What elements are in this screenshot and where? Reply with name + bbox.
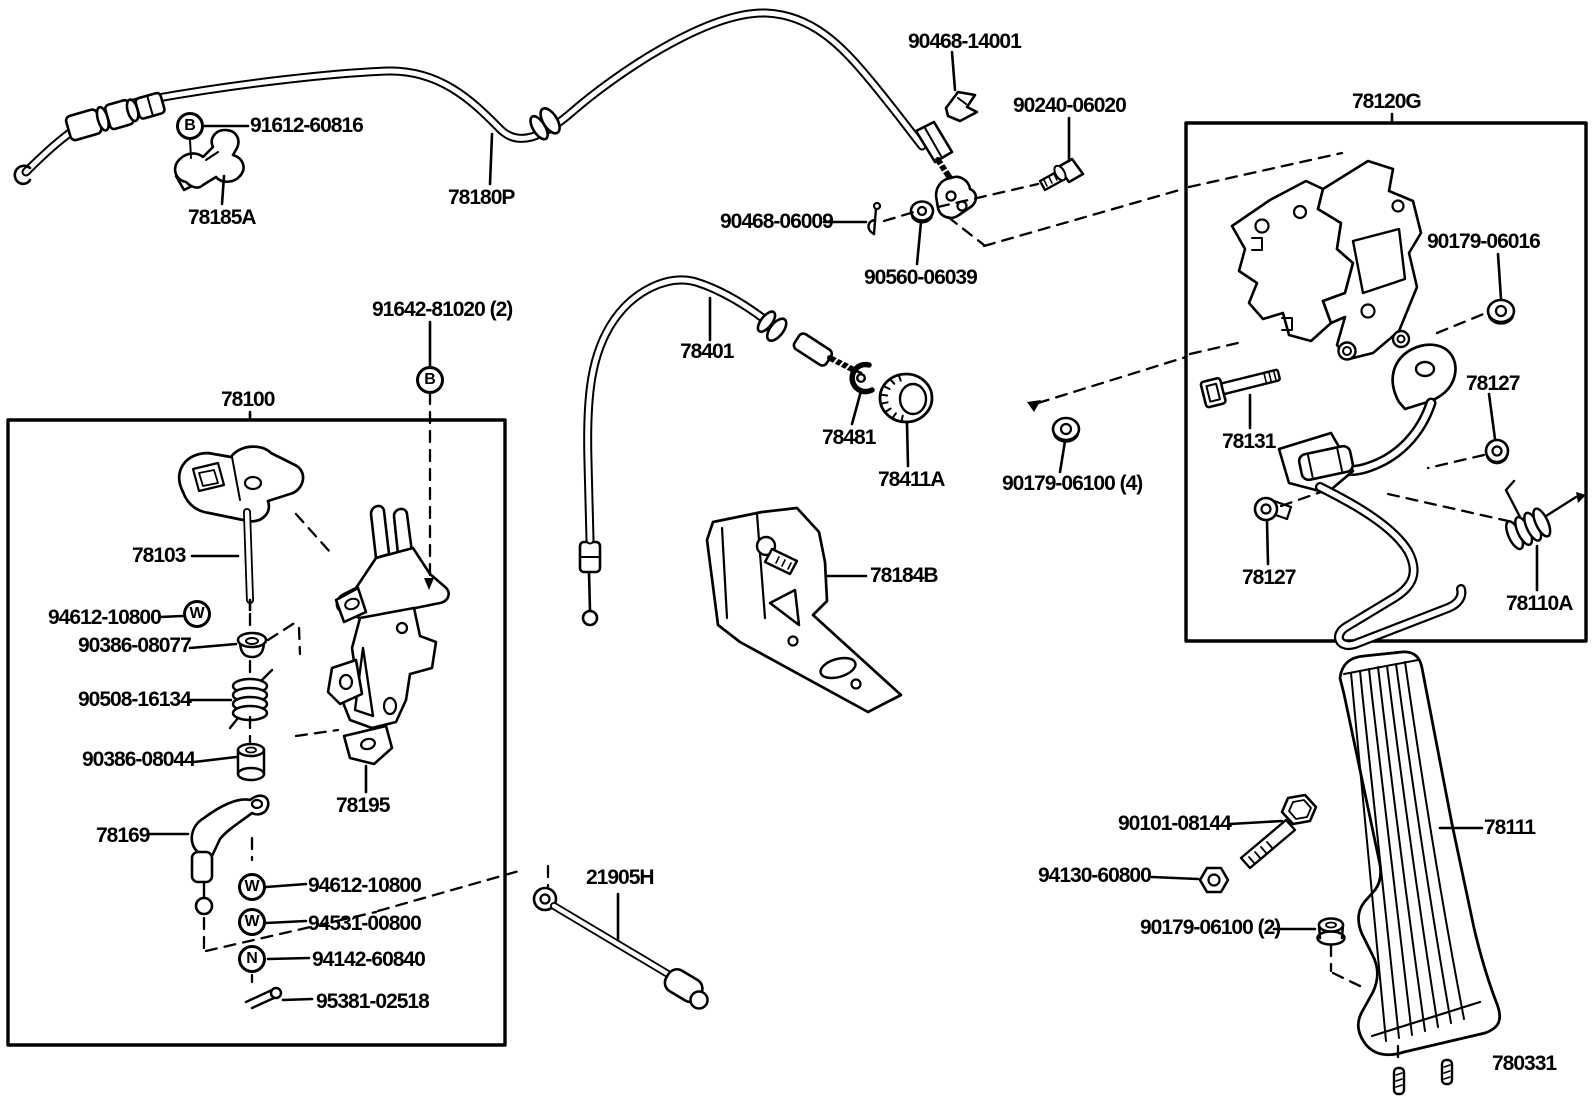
marker-b-lower: B	[416, 366, 444, 394]
arrowhead-icon	[424, 578, 434, 590]
link-arm-78169-art	[190, 794, 270, 916]
marker-b-upper: B	[176, 112, 204, 140]
label-90386-08077: 90386-08077	[78, 634, 192, 657]
label-78180p: 78180P	[448, 186, 515, 209]
label-78401: 78401	[680, 340, 734, 363]
label-90560-06039: 90560-06039	[864, 266, 978, 289]
nut-78127-upper-art	[1484, 438, 1510, 465]
label-78481: 78481	[822, 426, 876, 449]
nut-94130-60800-art	[1198, 866, 1230, 894]
nut-90179-06016-art	[1486, 298, 1516, 325]
label-90468-14001: 90468-14001	[908, 30, 1022, 53]
label-78131: 78131	[1222, 430, 1276, 453]
label-78127-lower: 78127	[1242, 566, 1296, 589]
label-94142-60840: 94142-60840	[312, 948, 426, 971]
label-91642-81020-2: 91642-81020 (2)	[372, 298, 513, 321]
cotter-pin-art	[244, 986, 283, 1010]
label-78195: 78195	[336, 794, 390, 817]
pedal-lever-art	[1277, 343, 1467, 651]
spring-78110a-art	[1504, 479, 1586, 551]
label-94531-00800: 94531-00800	[308, 912, 422, 935]
label-78110a: 78110A	[1506, 592, 1573, 615]
collar-90386-08077-art	[236, 631, 268, 659]
label-78411a: 78411A	[878, 468, 945, 491]
bolt-78131-art	[1199, 368, 1281, 409]
label-78169: 78169	[96, 824, 150, 847]
label-90179-06100-4: 90179-06100 (4)	[1002, 472, 1143, 495]
label-78111: 78111	[1484, 816, 1536, 839]
label-90101-08144: 90101-08144	[1118, 812, 1232, 835]
label-90468-06009: 90468-06009	[720, 210, 834, 233]
pedal-78111-art	[1338, 650, 1502, 1057]
spring-90508-16134-art	[228, 668, 274, 730]
label-90179-06016: 90179-06016	[1427, 230, 1541, 253]
label-78100: 78100	[221, 388, 275, 411]
marker-n: N	[238, 945, 266, 973]
label-94612-10800-upper: 94612-10800	[48, 606, 162, 629]
clamp-78185a-art	[173, 128, 245, 192]
pedal-bracket-78120g-art	[1230, 159, 1423, 361]
label-78103: 78103	[132, 544, 186, 567]
label-94612-10800-lower: 94612-10800	[308, 874, 422, 897]
link-shaft-78103-art	[177, 445, 305, 612]
marker-w-mid: W	[238, 873, 266, 901]
label-78127-upper: 78127	[1466, 372, 1520, 395]
nut-90179-06100-2x-art	[1316, 917, 1346, 946]
leader-lines	[148, 50, 1539, 1002]
pin-90468-06009-art	[867, 201, 882, 236]
label-78184b: 78184B	[870, 564, 939, 587]
group-box-78120g	[1184, 121, 1588, 643]
marker-w-lower: W	[238, 908, 266, 936]
dashed-assembly-lines	[202, 151, 1510, 1067]
label-95381-02518: 95381-02518	[316, 990, 430, 1013]
bolt-78127-lower-art	[1253, 496, 1293, 522]
cable-78180p-art	[13, 8, 978, 220]
collar-90386-08044-art	[236, 742, 266, 782]
label-94130-60800: 94130-60800	[1038, 864, 1152, 887]
nut-90179-06100-4x-art	[1051, 416, 1081, 443]
nut-90560-06039-art	[909, 200, 935, 224]
clip-90468-14001-art	[944, 90, 979, 123]
group-box-78100	[6, 418, 507, 1047]
cable-end-hook-icon	[13, 164, 32, 186]
label-91612-60816: 91612-60816	[250, 114, 364, 137]
link-bracket-78195-art	[326, 504, 450, 766]
knob-78411a-art	[878, 372, 934, 424]
pedal-stopper-pins-art	[1392, 1058, 1454, 1096]
label-78120g: 78120G	[1352, 90, 1422, 113]
label-90386-08044: 90386-08044	[82, 748, 196, 771]
cable-bracket-78184b-art	[705, 506, 903, 714]
bolt-90240-06020-art	[1038, 157, 1085, 192]
bolt-90101-08144-art	[1239, 793, 1318, 870]
label-78185a: 78185A	[188, 206, 257, 229]
link-rod-21905h-art	[532, 886, 709, 1010]
label-figure-780331: 780331	[1492, 1052, 1557, 1075]
label-21905h: 21905H	[586, 866, 655, 889]
marker-w-upper: W	[183, 600, 211, 628]
label-90508-16134: 90508-16134	[78, 688, 192, 711]
clip-78481-art	[849, 361, 875, 395]
label-90240-06020: 90240-06020	[1013, 94, 1127, 117]
cable-78401-art	[578, 275, 863, 627]
label-90179-06100-2: 90179-06100 (2)	[1140, 916, 1281, 939]
